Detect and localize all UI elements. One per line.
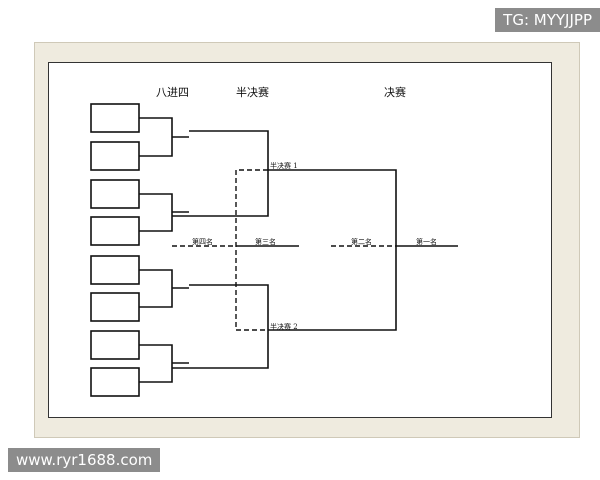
- label-semi-1: 半决赛 1: [270, 162, 298, 170]
- sf-connector-1: [172, 130, 269, 217]
- qf-connector-1: [139, 117, 189, 157]
- heading-quarterfinal: 八进四: [156, 86, 189, 99]
- team-slot-7: [90, 330, 140, 360]
- team-slot-1: [90, 103, 140, 133]
- team-slot-2: [90, 141, 140, 171]
- team-slot-6: [90, 292, 140, 322]
- label-fourth-place: 第四名: [192, 238, 213, 246]
- losers-connector: [235, 169, 268, 331]
- label-semi-2: 半决赛 2: [270, 323, 298, 331]
- label-first-place: 第一名: [416, 238, 437, 246]
- heading-final: 决赛: [384, 86, 406, 99]
- heading-semifinal: 半决赛: [236, 86, 269, 99]
- label-third-place: 第三名: [255, 238, 276, 246]
- watermark-top: TG: MYYJJPP: [495, 8, 600, 32]
- team-slot-3: [90, 179, 140, 209]
- qf-connector-2: [139, 193, 189, 232]
- final-connector: [268, 169, 397, 331]
- qf-connector-3: [139, 269, 189, 308]
- team-slot-4: [90, 216, 140, 246]
- qf-connector-4: [139, 344, 189, 383]
- label-second-place: 第二名: [351, 238, 372, 246]
- team-slot-5: [90, 255, 140, 285]
- sf-connector-2: [172, 284, 269, 369]
- watermark-bottom: www.ryr1688.com: [8, 448, 161, 472]
- team-slot-8: [90, 367, 140, 397]
